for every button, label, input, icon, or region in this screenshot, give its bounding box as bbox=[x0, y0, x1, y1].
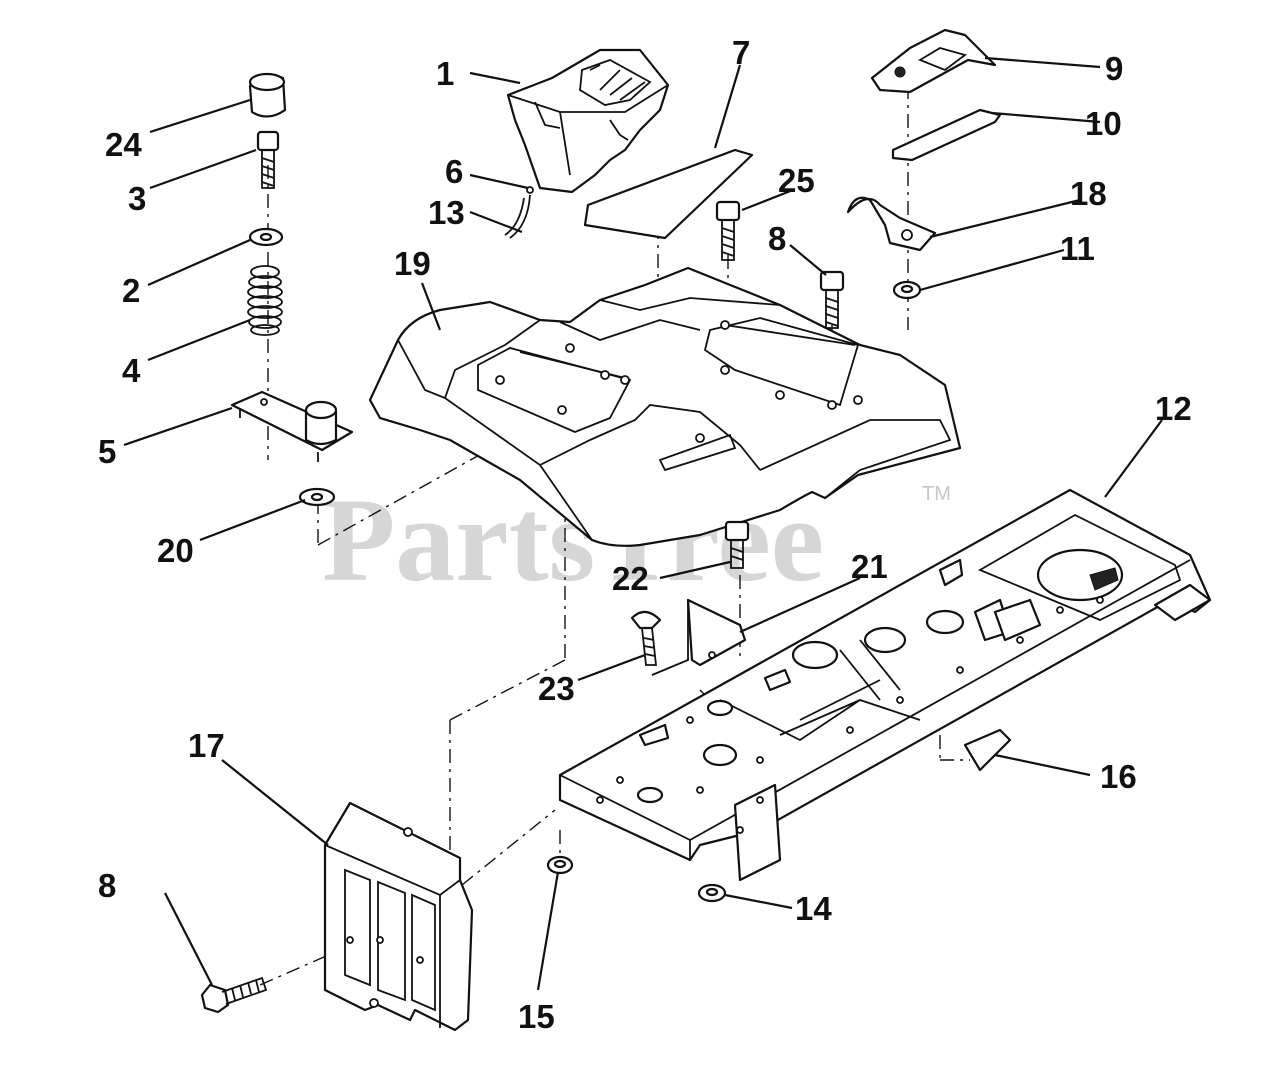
callout-20: 20 bbox=[157, 532, 194, 569]
callout-2: 2 bbox=[122, 272, 140, 309]
cap-part-24 bbox=[248, 72, 287, 118]
bolt-part-25 bbox=[715, 200, 741, 261]
callout-9: 9 bbox=[1105, 50, 1123, 87]
callout-25: 25 bbox=[778, 162, 815, 199]
clamp-part-18 bbox=[846, 196, 937, 252]
callout-5: 5 bbox=[98, 433, 116, 470]
bracket-part-10 bbox=[891, 108, 1002, 162]
washer-part-20 bbox=[298, 487, 336, 507]
guide-part-16 bbox=[963, 728, 1012, 772]
nut-part-11 bbox=[892, 280, 922, 300]
callout-labels: 1 2 3 4 5 6 7 8 8 9 10 11 12 13 14 15 16… bbox=[98, 34, 1192, 1035]
leader-lines bbox=[123, 56, 1163, 991]
washer-part-2 bbox=[248, 227, 284, 247]
decal-part-7 bbox=[583, 148, 754, 240]
frame-part-12 bbox=[558, 488, 1212, 882]
callout-21: 21 bbox=[851, 548, 888, 585]
seat-pan-part-19 bbox=[368, 266, 962, 547]
cover-part-9 bbox=[870, 28, 997, 94]
bracket-part-21 bbox=[651, 598, 747, 676]
callout-13: 13 bbox=[428, 194, 465, 231]
callout-17: 17 bbox=[188, 727, 225, 764]
callout-14: 14 bbox=[795, 890, 832, 927]
callout-16: 16 bbox=[1100, 758, 1137, 795]
nut-part-14 bbox=[697, 883, 727, 903]
callout-11: 11 bbox=[1060, 230, 1095, 267]
bolt-part-8-lower bbox=[200, 976, 268, 1014]
spring-part-4 bbox=[247, 265, 283, 336]
callout-18: 18 bbox=[1070, 175, 1107, 212]
callout-8-lower: 8 bbox=[98, 867, 116, 904]
callout-24: 24 bbox=[105, 126, 142, 163]
callout-15: 15 bbox=[518, 998, 555, 1035]
callout-12: 12 bbox=[1155, 390, 1192, 427]
watermark-trademark: TM bbox=[922, 483, 951, 505]
bolt-part-23 bbox=[630, 610, 662, 666]
clip-part-6-13 bbox=[504, 186, 534, 239]
callout-4: 4 bbox=[122, 352, 141, 389]
bolt-part-3 bbox=[256, 130, 280, 189]
bolt-part-22 bbox=[724, 520, 750, 569]
callout-10: 10 bbox=[1085, 105, 1122, 142]
callout-22: 22 bbox=[612, 560, 649, 597]
callout-6: 6 bbox=[445, 153, 463, 190]
callout-19: 19 bbox=[394, 245, 431, 282]
nut-part-15 bbox=[546, 855, 574, 875]
callout-7: 7 bbox=[732, 34, 750, 71]
callout-1: 1 bbox=[436, 55, 454, 92]
callout-23: 23 bbox=[538, 670, 575, 707]
callout-8-upper: 8 bbox=[768, 220, 786, 257]
front-plate-part-17 bbox=[323, 801, 474, 1032]
callout-3: 3 bbox=[128, 180, 146, 217]
plate-part-5 bbox=[230, 390, 354, 462]
bolt-part-8-upper bbox=[819, 270, 845, 329]
seat-cup-part-1 bbox=[506, 48, 670, 194]
